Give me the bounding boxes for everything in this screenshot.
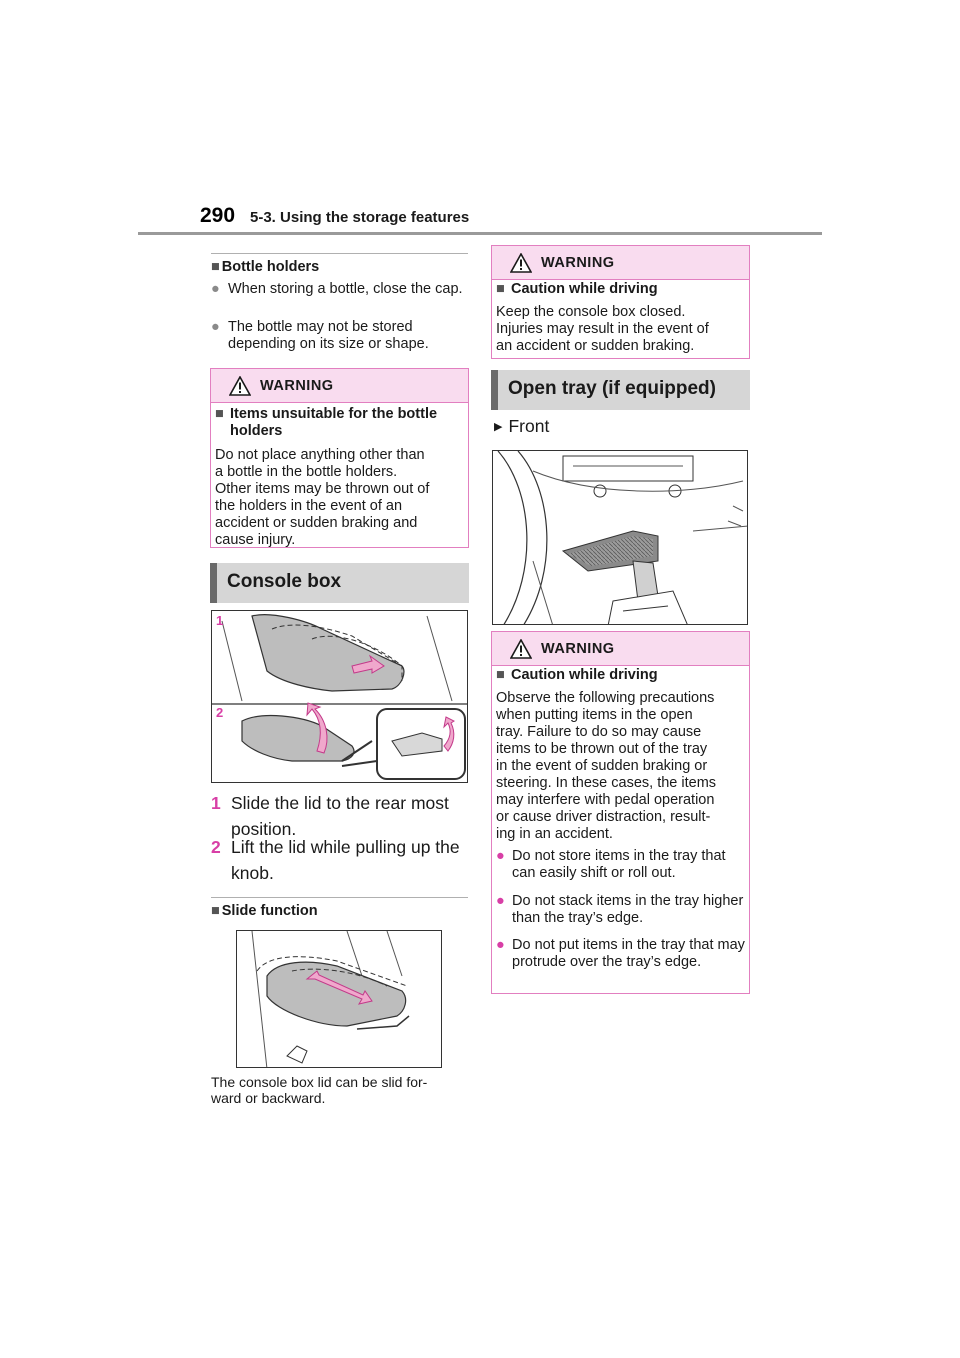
warning-bullet: ●Do not store items in the tray that can…: [496, 848, 726, 881]
figure-label-1: 1: [216, 613, 224, 628]
warning-box-bottle: WARNING ■Items unsuitable for the bottle…: [210, 368, 469, 548]
warning-box-tray: WARNING ■Caution while driving Observe t…: [491, 631, 750, 994]
warning-header: WARNING: [492, 632, 749, 666]
warning-header: WARNING: [211, 369, 468, 403]
front-label: ▶Front: [494, 416, 550, 436]
console-box-illustration: [212, 614, 467, 780]
figure-label-2: 2: [216, 705, 224, 720]
warning-triangle-icon: [229, 376, 251, 396]
warning-text: Do not place anything other than a bottl…: [215, 447, 430, 548]
warning-triangle-icon: [510, 639, 532, 659]
list-item: ●The bottle may not be stored depending …: [211, 319, 429, 352]
warning-triangle-icon: [510, 253, 532, 273]
bullet-icon: ●: [211, 281, 220, 297]
slide-caption: The console box lid can be slid for- war…: [211, 1074, 428, 1106]
slide-function-heading: ■Slide function: [211, 903, 318, 919]
warning-subheading: ■Caution while driving: [496, 667, 658, 683]
console-box-figure: 1 2: [211, 610, 468, 783]
warning-label: WARNING: [541, 255, 615, 271]
page-number: 290: [200, 204, 236, 227]
warning-label: WARNING: [260, 378, 334, 394]
warning-text: Keep the console box closed. Injuries ma…: [496, 304, 709, 354]
page-header: 290 5-3. Using the storage features: [200, 204, 822, 236]
section-title: 5-3. Using the storage features: [250, 209, 470, 226]
warning-bullet: ●Do not stack items in the tray higher t…: [496, 893, 744, 926]
bullet-icon: ●: [496, 893, 505, 909]
bullet-icon: ●: [496, 848, 505, 864]
warning-label: WARNING: [541, 641, 615, 657]
slide-function-figure: [236, 930, 442, 1068]
header-rule: [138, 232, 822, 235]
warning-text: Observe the following precautions when p…: [496, 690, 717, 842]
divider: [211, 897, 468, 898]
warning-subheading: ■Caution while driving: [496, 281, 658, 297]
open-tray-heading: Open tray (if equipped): [491, 370, 750, 410]
warning-box-console: WARNING ■Caution while driving Keep the …: [491, 245, 750, 359]
open-tray-figure: [492, 450, 748, 625]
warning-bullet: ●Do not put items in the tray that may p…: [496, 937, 745, 970]
slide-illustration: [251, 931, 410, 1067]
open-tray-illustration: [497, 451, 747, 624]
console-box-heading: Console box: [210, 563, 469, 603]
divider: [211, 253, 468, 254]
bullet-icon: ●: [496, 937, 505, 953]
bullet-icon: ●: [211, 319, 220, 335]
warning-header: WARNING: [492, 246, 749, 280]
triangle-right-icon: ▶: [494, 421, 503, 433]
bottle-holders-heading: ■Bottle holders: [211, 259, 320, 275]
list-item: ●When storing a bottle, close the cap.: [211, 281, 463, 297]
